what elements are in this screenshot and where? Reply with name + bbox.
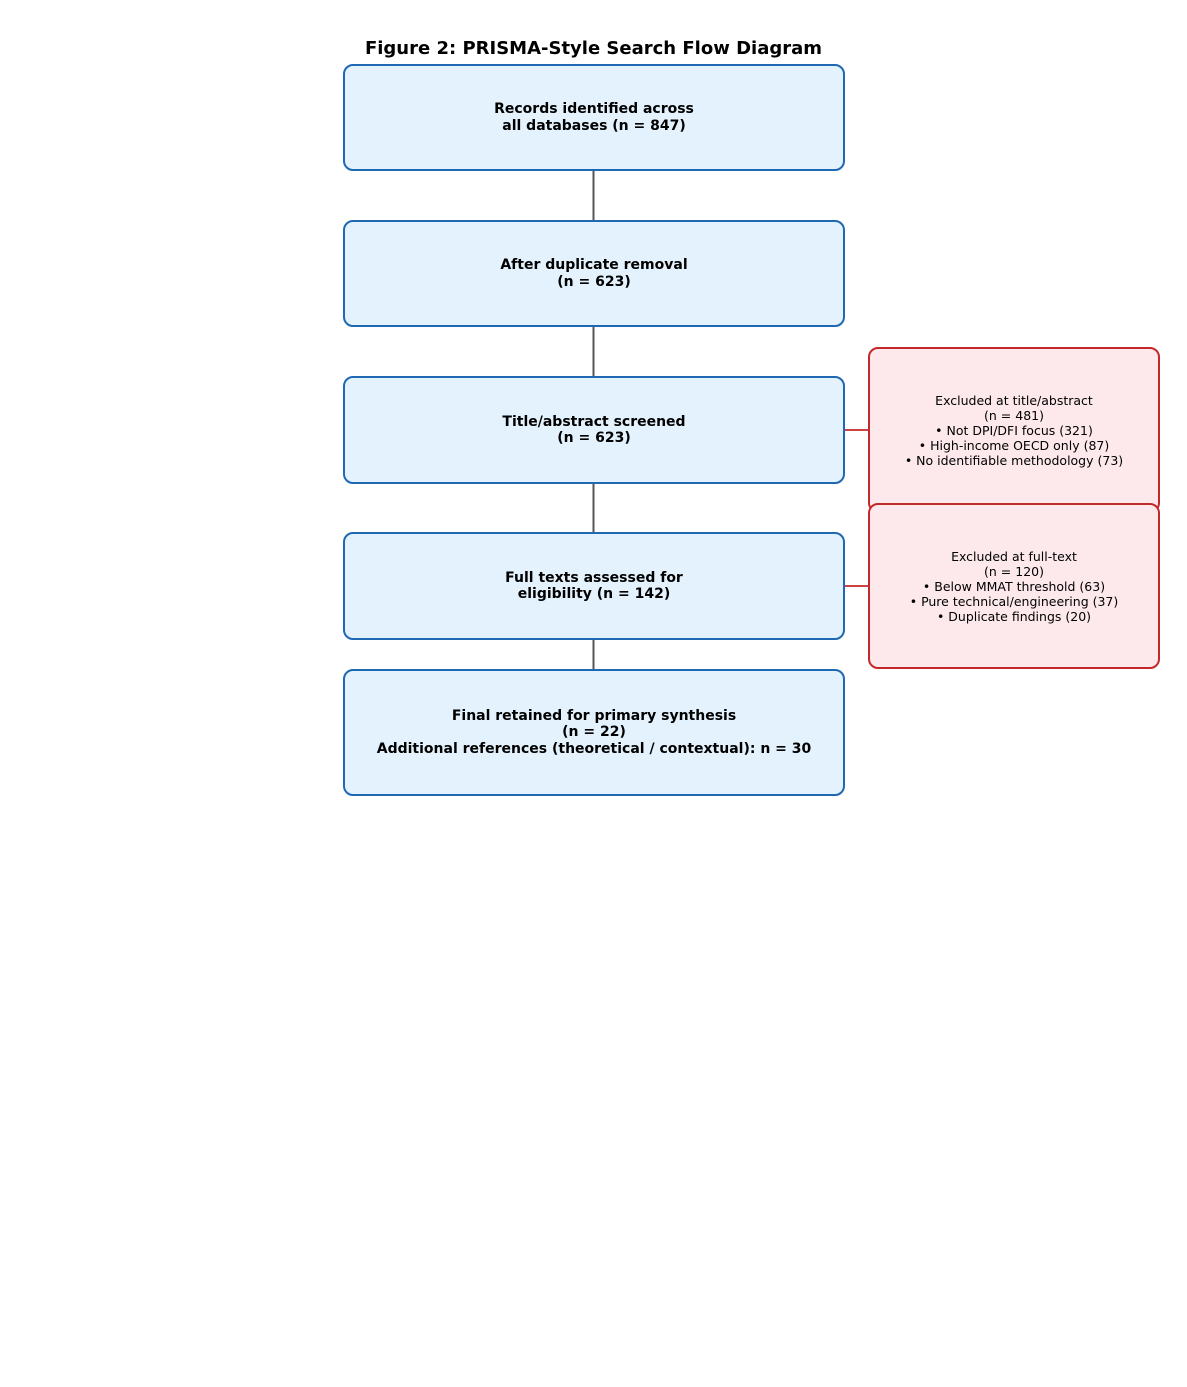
step-5-line-3: Additional references (theoretical / con… [376, 740, 812, 757]
step-4-line-2: eligibility (n = 142) [517, 586, 671, 602]
step-box-full-texts-assessed: Full texts assessed for eligibility (n =… [343, 532, 845, 640]
step-2-line-2: (n = 623) [557, 273, 631, 290]
step-4-line-1: Full texts assessed for [505, 569, 683, 586]
step-3-line-2: (n = 623) [557, 430, 631, 446]
exclusion-box-full-text: Excluded at full-text (n = 120) • Below … [868, 503, 1160, 669]
figure-title: Figure 2: PRISMA-Style Search Flow Diagr… [364, 38, 823, 59]
step-box-records-identified: Records identified across all databases … [343, 64, 845, 171]
exclusion-2-line-3: • Below MMAT threshold (63) [922, 578, 1106, 594]
step-1-line-1: Records identified across [494, 101, 694, 117]
exclusion-1-line-3: • Not DPI/DFI focus (321) [935, 422, 1093, 438]
exclusion-1-line-4: • High-income OECD only (87) [918, 437, 1110, 453]
step-5-line-1: Final retained for primary synthesis [451, 707, 737, 724]
exclusion-1-line-5: • No identifiable methodology (73) [904, 452, 1124, 468]
step-2-line-1: After duplicate removal [500, 257, 688, 273]
exclusion-2-line-2: (n = 120) [984, 563, 1044, 579]
exclusion-2-line-4: • Pure technical/engineering (37) [909, 593, 1119, 609]
step-box-final-retained: Final retained for primary synthesis (n … [343, 669, 845, 796]
step-box-duplicate-removal: After duplicate removal (n = 623) [343, 220, 845, 327]
step-3-line-1: Title/abstract screened [502, 413, 686, 430]
exclusion-1-line-1: Excluded at title/abstract [935, 392, 1093, 408]
step-1-line-2: all databases (n = 847) [502, 117, 686, 134]
exclusion-2-line-1: Excluded at full-text [951, 548, 1077, 564]
step-5-line-2: (n = 22) [562, 724, 626, 741]
exclusion-1-line-2: (n = 481) [984, 407, 1044, 423]
step-box-title-abstract-screened: Title/abstract screened (n = 623) [343, 376, 845, 484]
exclusion-2-line-5: • Duplicate findings (20) [936, 608, 1092, 624]
exclusion-box-title-abstract: Excluded at title/abstract (n = 481) • N… [868, 347, 1160, 513]
